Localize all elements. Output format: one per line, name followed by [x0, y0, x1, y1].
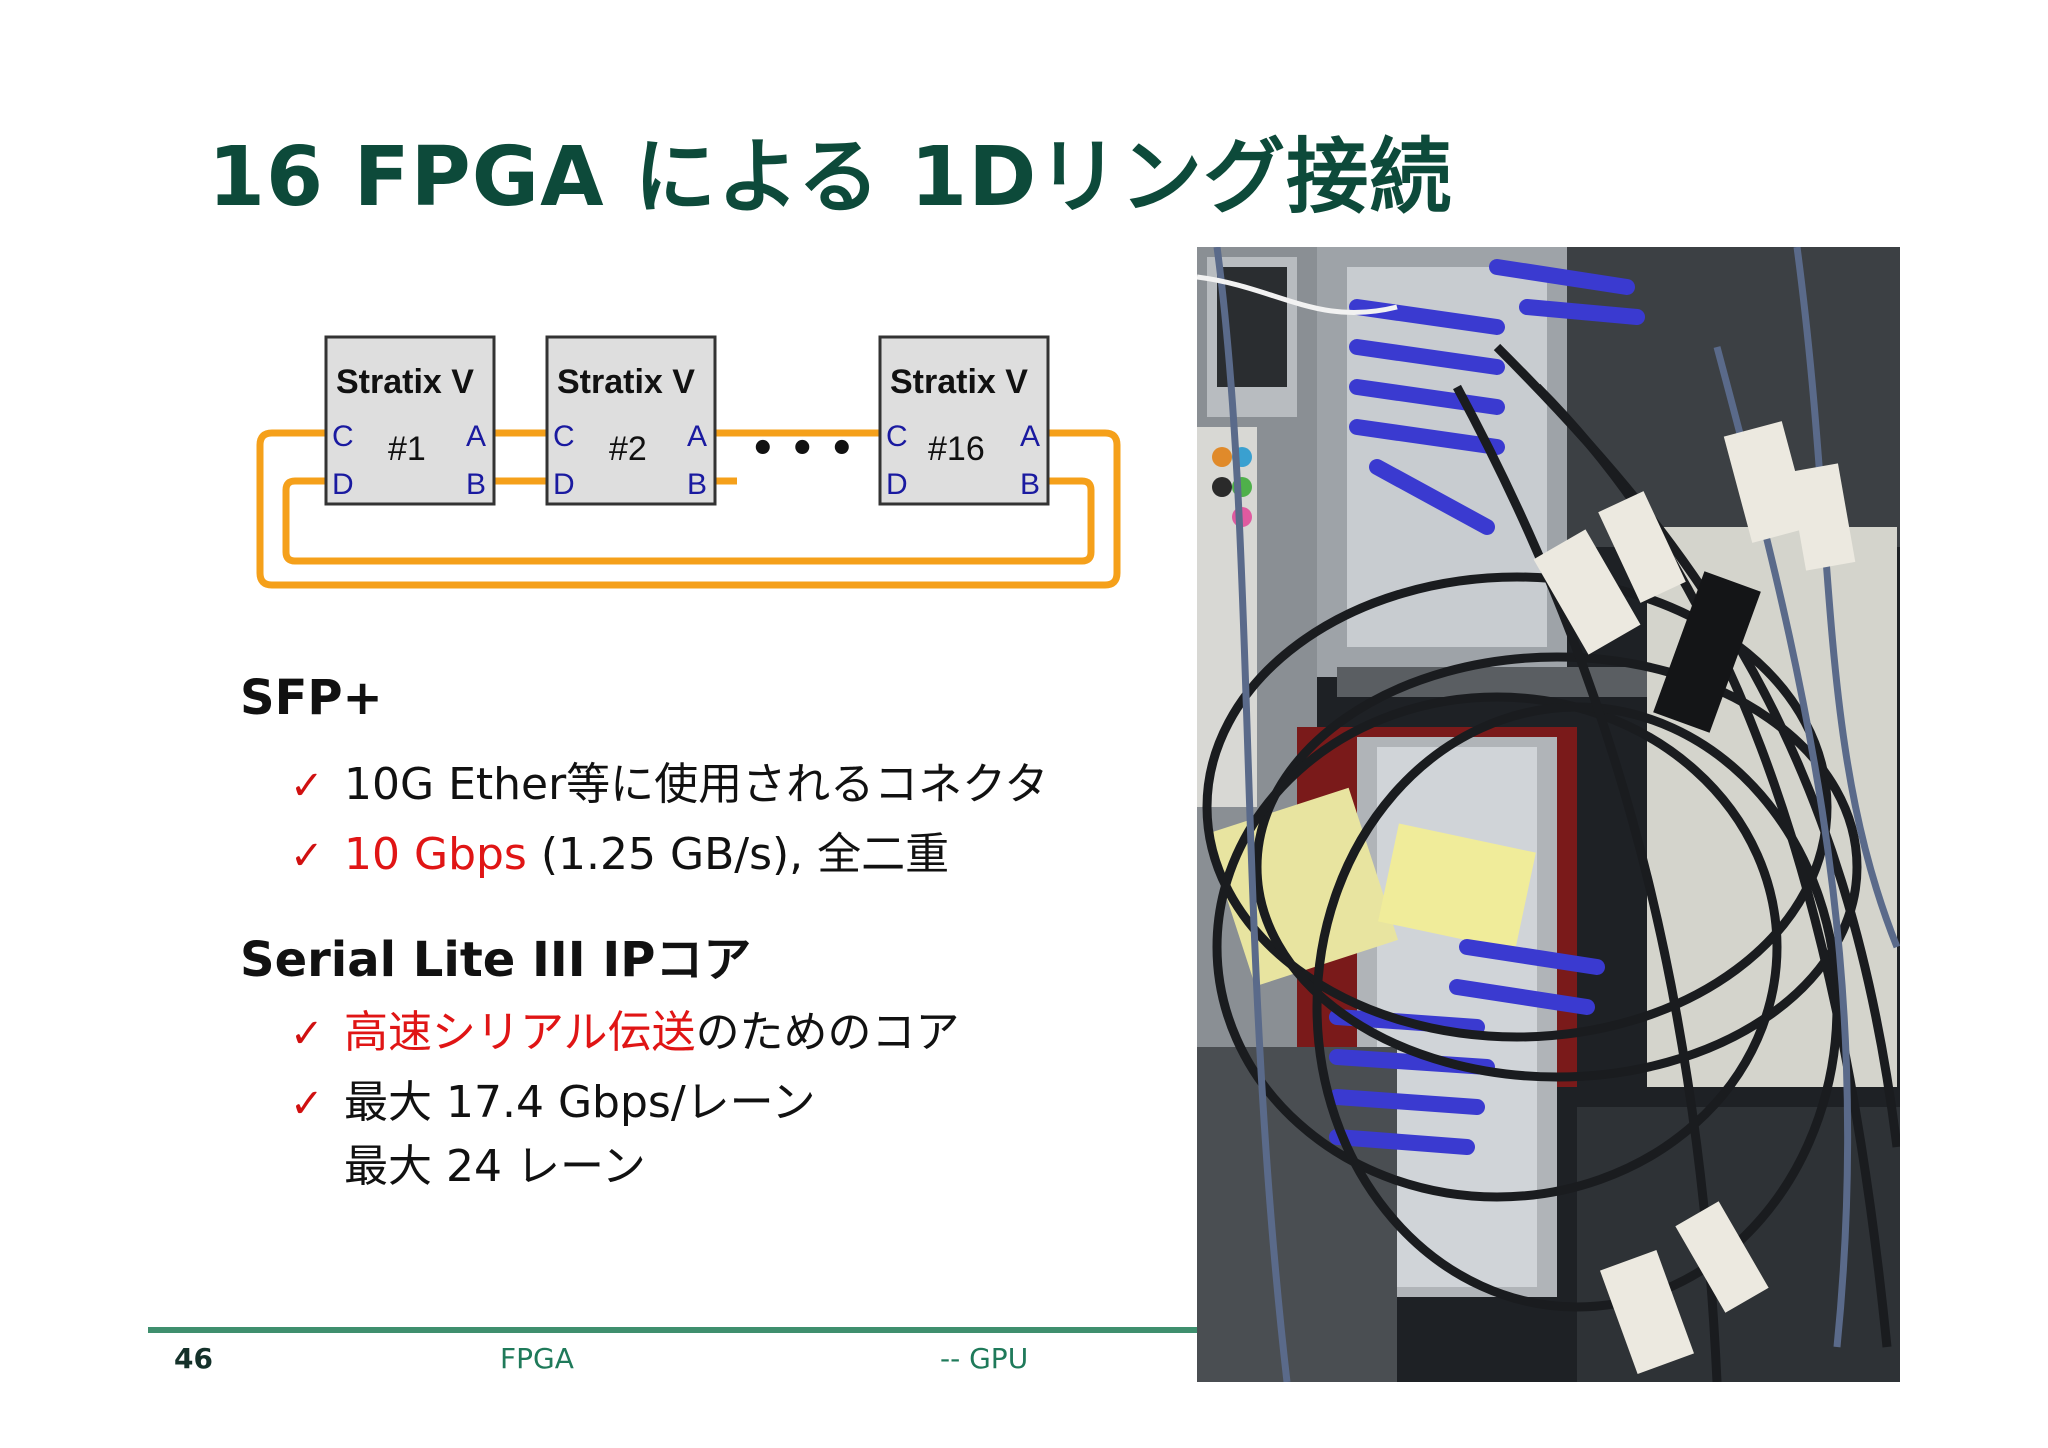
bullet-text: 最大 24 レーン [344, 1141, 646, 1192]
cabling-photo-illustration [1197, 247, 1900, 1382]
checkmark-icon: ✓ [290, 1011, 324, 1057]
footer-divider [148, 1327, 1197, 1333]
port-a: A [1020, 420, 1040, 453]
ring-links [256, 429, 1121, 589]
checkmark-icon: ✓ [290, 1081, 324, 1127]
port-a: A [687, 420, 707, 453]
fpga-chip-1: Stratix V #1 C D A B [324, 335, 496, 506]
ellipsis-dots: • • • [750, 426, 855, 472]
port-c: C [553, 420, 575, 453]
section-heading-sfp: SFP+ [240, 670, 383, 726]
list-item: ✓ 10G Ether等に使用されるコネクタ [290, 748, 1048, 812]
port-d: D [332, 468, 354, 501]
bullet-highlight: 高速シリアル伝送 [344, 1007, 696, 1058]
port-d: D [886, 468, 908, 501]
chip-name: Stratix V [890, 363, 1028, 401]
bullet-text: 10G Ether等に使用されるコネクタ [344, 759, 1049, 810]
footer-left-text: FPGA [500, 1342, 574, 1375]
list-item: ✓ 高速シリアル伝送のためのコア [290, 996, 960, 1060]
chip-number: #16 [928, 430, 985, 468]
section-heading-serial-lite: Serial Lite III IPコア [240, 932, 752, 988]
slide-title: 16 FPGA による 1Dリング接続 [208, 130, 1453, 225]
fpga-chip-2: Stratix V #2 C D A B [545, 335, 717, 506]
chip-number: #2 [609, 430, 647, 468]
port-b: B [466, 468, 486, 501]
checkmark-icon: ✓ [290, 833, 324, 879]
port-d: D [553, 468, 575, 501]
port-b: B [687, 468, 707, 501]
checkmark-icon: ✓ [290, 763, 324, 809]
fpga-cluster-photo [1197, 247, 1900, 1382]
bullet-text: (1.25 GB/s), 全二重 [526, 829, 950, 880]
inner-ring-link [282, 477, 1095, 565]
list-item-continuation: 最大 24 レーン [290, 1130, 646, 1194]
chip-name: Stratix V [557, 363, 695, 401]
port-c: C [886, 420, 908, 453]
port-c: C [332, 420, 354, 453]
port-b: B [1020, 468, 1040, 501]
page-number: 46 [174, 1342, 213, 1375]
chip-number: #1 [388, 430, 426, 468]
list-item: ✓ 10 Gbps (1.25 GB/s), 全二重 [290, 818, 949, 882]
chip-name: Stratix V [336, 363, 474, 401]
bullet-text: 最大 17.4 Gbps/レーン [344, 1077, 816, 1128]
footer-right-text: -- GPU [940, 1342, 1029, 1375]
fpga-ring-diagram: Stratix V #1 C D A B Stratix V #2 C D A … [256, 335, 1121, 589]
port-a: A [466, 420, 486, 453]
list-item: ✓ 最大 17.4 Gbps/レーン [290, 1066, 815, 1130]
bullet-text: のためのコア [695, 1007, 960, 1058]
fpga-chip-16: Stratix V #16 C D A B [878, 335, 1050, 506]
outer-ring-link [256, 429, 1121, 589]
bullet-highlight: 10 Gbps [344, 829, 527, 880]
